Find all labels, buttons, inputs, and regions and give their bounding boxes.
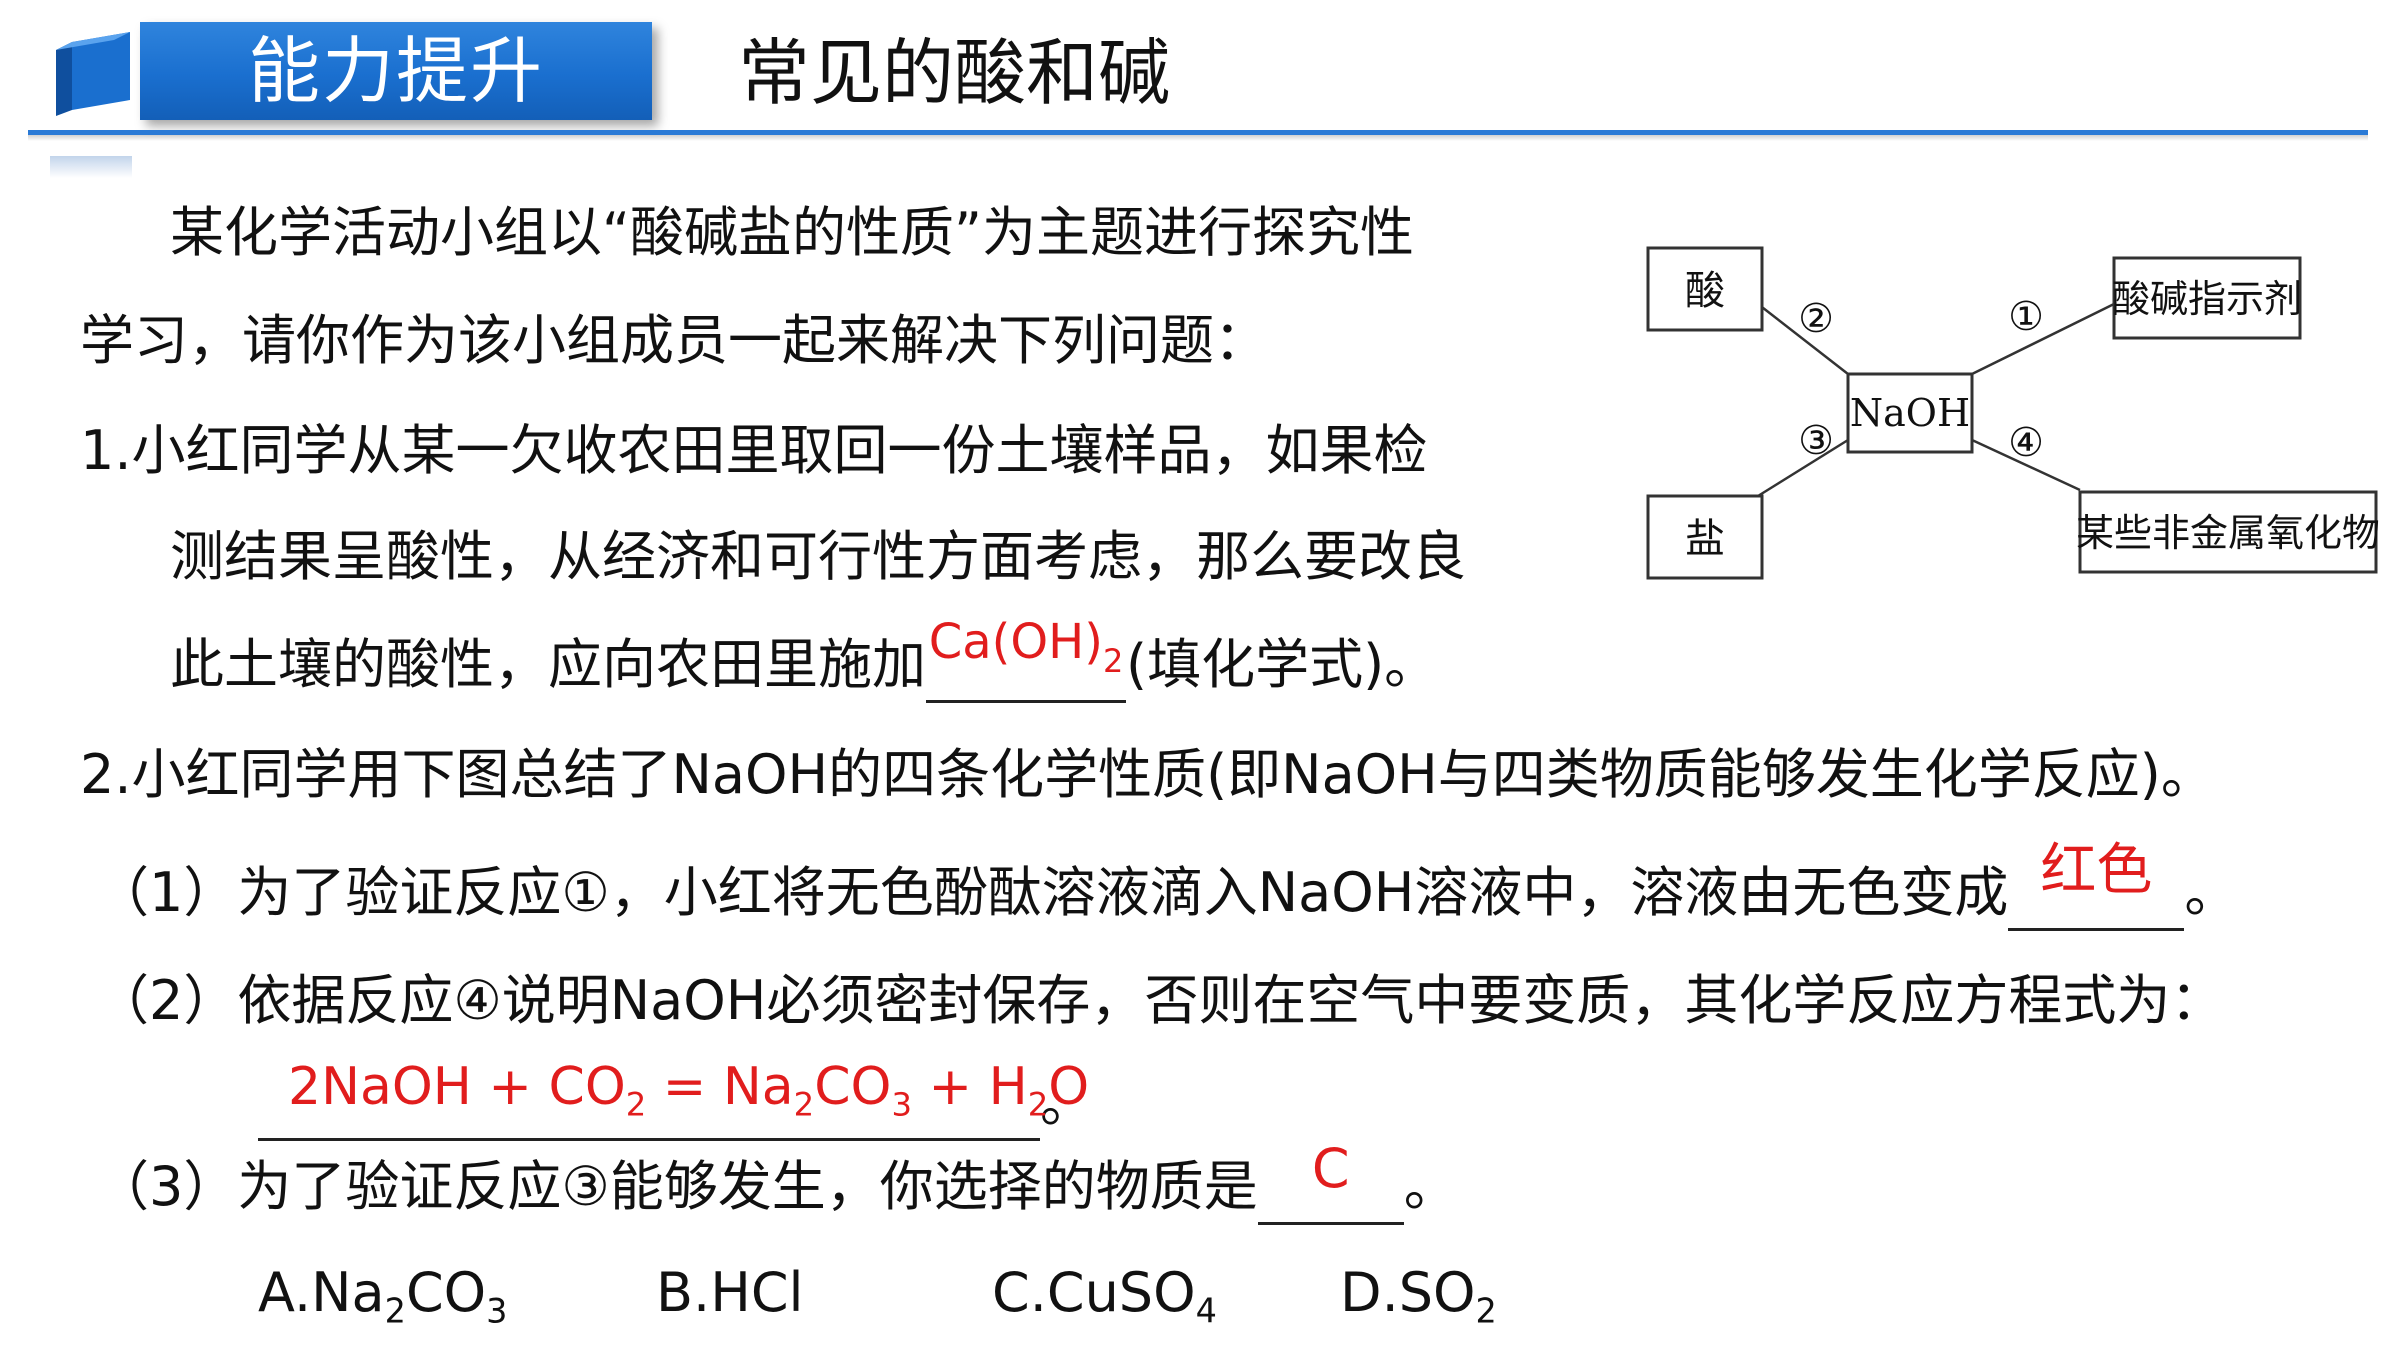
label-salt: 盐 <box>1685 516 1725 562</box>
option-b: B.HCl <box>656 1261 804 1324</box>
reaction-3-marker: ③ <box>1798 418 1834 464</box>
box-salt <box>1646 494 1764 580</box>
q1-answer-formula: Ca(OH) <box>928 614 1103 670</box>
q2-part-3-answer: C <box>1311 1137 1350 1200</box>
q1-line-2: 测结果呈酸性，从经济和可行性方面考虑，那么要改良 <box>170 525 1466 588</box>
label-acid: 酸 <box>1685 268 1725 314</box>
q2-part-3-blank[interactable]: C <box>1257 1137 1404 1225</box>
q1-answer-subscript: 2 <box>1102 642 1124 680</box>
q1-line-3-prefix: 此土壤的酸性，应向农田里施加 <box>170 633 926 696</box>
cube-reflection <box>50 156 132 178</box>
q2-part-1-answer: 红色 <box>2040 838 2153 903</box>
q2-part-3-suffix: 。 <box>1403 1155 1458 1218</box>
box-indicator <box>2112 256 2302 340</box>
q2-part-3-prefix: （3）为了验证反应③能够发生，你选择的物质是 <box>95 1155 1258 1218</box>
q2-part-1-suffix: 。 <box>2184 861 2239 924</box>
q2-part-2-answer-line: 2NaOH + CO2 = Na2CO3 + H2O 。 <box>258 1057 1094 1141</box>
header-divider <box>28 130 2368 135</box>
label-naoh: NaOH <box>1850 391 1970 435</box>
option-a: A.Na2CO3 <box>258 1261 508 1331</box>
box-naoh <box>1846 372 1974 454</box>
option-d: D.SO2 <box>1340 1261 1497 1331</box>
q1-answer: Ca(OH)2 <box>926 607 1126 682</box>
q2-part-1-prefix: （1）为了验证反应①，小红将无色酚酞溶液滴入NaOH溶液中，溶液由无色变成 <box>95 861 2009 924</box>
q2-stem: 2.小红同学用下图总结了NaOH的四条化学性质(即NaOH与四类物质能够发生化学… <box>80 743 2215 806</box>
q2-part-3: （3）为了验证反应③能够发生，你选择的物质是 C 。 <box>95 1137 1458 1225</box>
box-nonmetal-oxide <box>2078 490 2378 574</box>
q1-line-1: 1.小红同学从某一欠收农田里取回一份土壤样品，如果检 <box>80 419 1428 482</box>
option-c: C.CuSO4 <box>992 1261 1217 1331</box>
label-indicator: 酸碱指示剂 <box>2112 277 2302 321</box>
intro-line-2: 学习，请你作为该小组成员一起来解决下列问题： <box>80 309 1268 372</box>
section-badge: 能力提升 <box>140 22 652 120</box>
q2-part-2-blank[interactable]: 2NaOH + CO2 = Na2CO3 + H2O <box>258 1057 1089 1141</box>
box-acid <box>1646 246 1764 332</box>
label-nonmetal-oxide: 某些非金属氧化物 <box>2076 511 2380 555</box>
naoh-property-diagram: 酸 盐 NaOH 酸碱指示剂 某些非金属氧化物 ① ② ③ ④ <box>1646 246 2380 580</box>
q2-part-1: （1）为了验证反应①，小红将无色酚酞溶液滴入NaOH溶液中，溶液由无色变成红色 … <box>95 838 2239 931</box>
reaction-2-marker: ② <box>1798 296 1834 342</box>
reaction-4-marker: ④ <box>2008 420 2044 466</box>
page-title: 常见的酸和碱 <box>738 31 1171 115</box>
q2-part-1-blank[interactable]: 红色 <box>2008 838 2185 931</box>
intro-line-1: 某化学活动小组以“酸碱盐的性质”为主题进行探究性 <box>170 201 1414 264</box>
q1-line-3-suffix: (填化学式)。 <box>1126 633 1439 696</box>
q2-part-2: （2）依据反应④说明NaOH必须密封保存，否则在空气中要变质，其化学反应方程式为… <box>95 969 2225 1032</box>
header-divider-shadow <box>28 135 2368 141</box>
reaction-1-marker: ① <box>2008 294 2044 340</box>
q2-part-2-equation: 2NaOH + CO2 = Na2CO3 + H2O <box>288 1057 1090 1124</box>
q1-answer-blank[interactable]: Ca(OH)2 <box>926 614 1126 703</box>
cube-icon <box>56 32 130 116</box>
q2-part-2-suffix: 。 <box>1040 1071 1094 1134</box>
section-badge-label: 能力提升 <box>247 29 544 113</box>
